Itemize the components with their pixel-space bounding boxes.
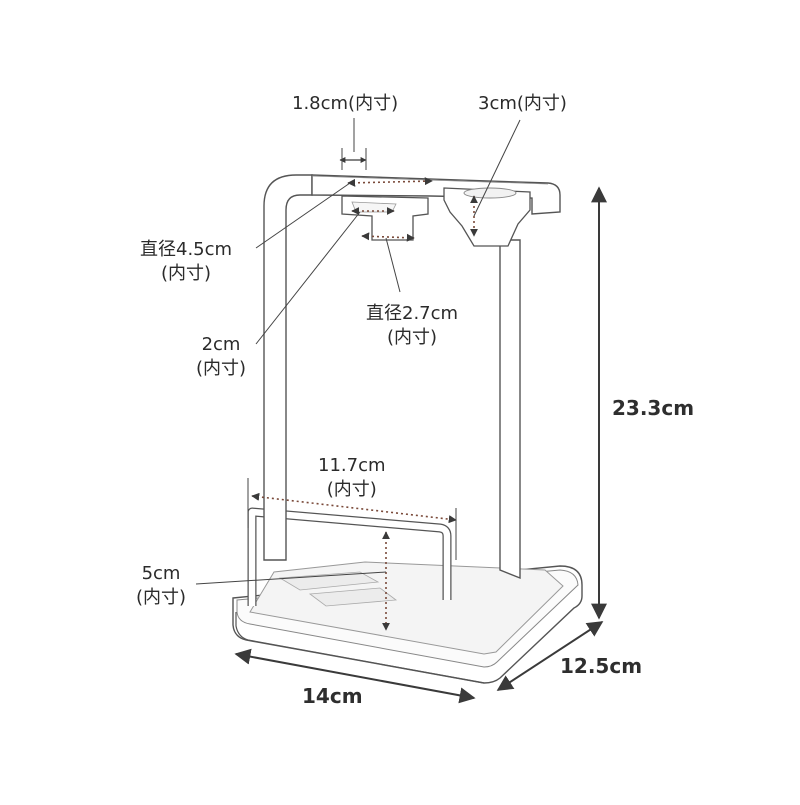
overall-depth-label: 12.5cm	[560, 654, 643, 678]
overall-dimensions	[234, 186, 607, 704]
right-cup-holder	[443, 187, 531, 247]
base-tray	[232, 561, 583, 684]
front-handle	[247, 507, 452, 606]
leader-lines	[195, 118, 521, 585]
bottom-diameter-label: 直径2.7cm (内寸)	[366, 303, 459, 348]
depth-label: 2cm (内寸)	[196, 334, 247, 379]
top-diameter-label: 直径4.5cm (内寸)	[140, 239, 233, 284]
tray-height-label: 5cm (内寸)	[136, 563, 187, 608]
right-holder-inner-label: 3cm(内寸)	[478, 93, 567, 114]
overall-width-label: 14cm	[302, 684, 363, 708]
overall-height-label: 23.3cm	[612, 396, 695, 420]
slot-inner-width-label: 1.8cm(内寸)	[292, 93, 399, 114]
handle-width-label: 11.7cm (内寸)	[318, 455, 386, 500]
